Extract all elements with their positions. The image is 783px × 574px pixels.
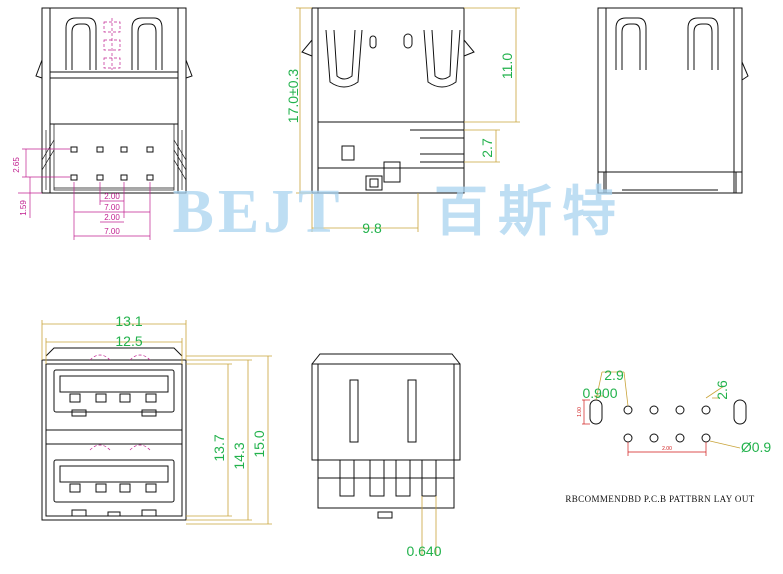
front-dim-2-65: 2.65 <box>12 157 21 173</box>
pcb-dim-hole-0-9: Ø0.9 <box>741 439 772 455</box>
brand-watermark: BEJT 百斯特 <box>172 178 626 246</box>
side-dim-height: 17.0±0.3 <box>285 69 301 124</box>
watermark-brand: BEJT <box>172 178 343 246</box>
dual-dim-13-1: 13.1 <box>115 313 142 329</box>
front-dim-7-00-upper: 7.00 <box>104 203 120 212</box>
pcb-dim-2-6: 2.6 <box>714 380 730 400</box>
front-dim-1-59: 1.59 <box>19 200 28 216</box>
pcb-dim-pitch: 2.00 <box>662 446 672 452</box>
rear-view <box>597 7 749 194</box>
side-dim-2-7: 2.7 <box>479 138 495 158</box>
dual-dim-12-5: 12.5 <box>115 333 142 349</box>
pcb-dim-slot-height: 1.00 <box>577 407 583 417</box>
side-dim-9-8: 9.8 <box>362 220 382 236</box>
dual-dim-15-0: 15.0 <box>251 430 267 457</box>
dual-dim-14-3: 14.3 <box>231 442 247 469</box>
dual-dim-13-7: 13.7 <box>211 434 227 461</box>
pcb-layout-caption: RBCOMMENDBD P.C.B PATTBRN LAY OUT <box>565 494 754 504</box>
pcb-dim-2-9: 2.9 <box>604 367 624 383</box>
dual-port-side-view: 0.640 <box>311 353 461 559</box>
front-view: 2.65 1.59 2.00 7.00 2.00 7.00 <box>12 7 193 240</box>
side-dim-11: 11.0 <box>499 53 515 79</box>
front-dim-7-00-lower: 7.00 <box>104 227 120 236</box>
pcb-layout: 2.9 0.900 2.6 Ø0.9 1.00 2.00 RBCOMMENDBD… <box>565 367 771 504</box>
dual-port-front-view: 13.1 12.5 13.7 14.3 15.0 <box>41 313 272 525</box>
pcb-dim-0-900: 0.900 <box>582 385 617 401</box>
front-dim-2-00-upper: 2.00 <box>104 192 120 201</box>
watermark-chinese: 百斯特 <box>434 179 626 243</box>
dual-side-dim-0-640: 0.640 <box>406 543 441 559</box>
side-view: 17.0±0.3 11.0 2.7 9.8 <box>285 7 520 236</box>
front-dim-2-00-lower: 2.00 <box>104 213 120 222</box>
